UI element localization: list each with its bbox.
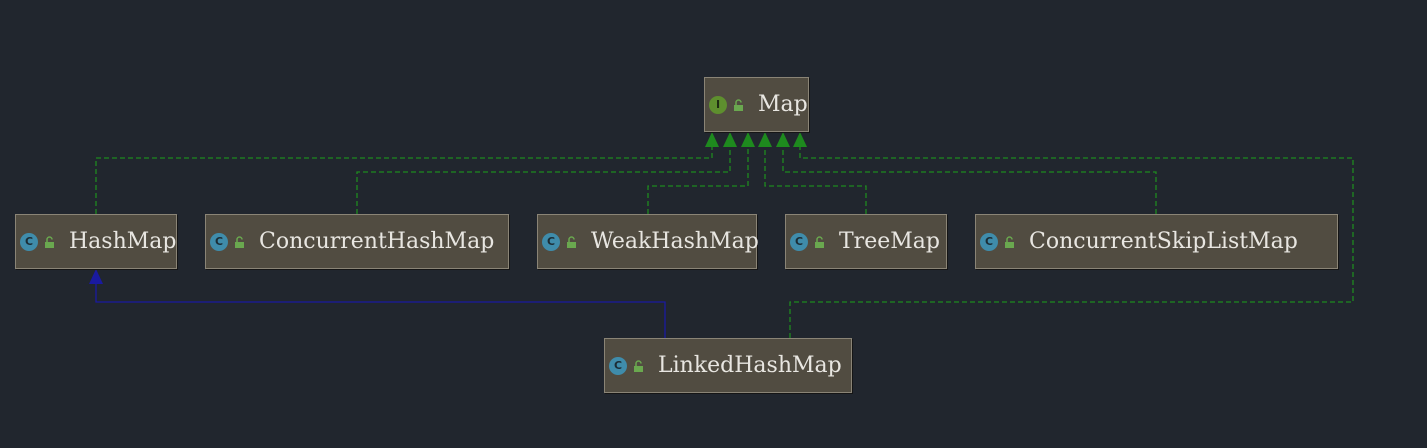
arrowhead-implements-treemap xyxy=(758,132,772,147)
node-label: LinkedHashMap xyxy=(658,353,842,378)
node-label: ConcurrentSkipListMap xyxy=(1029,229,1298,254)
unlock-icon xyxy=(815,235,824,248)
arrowhead-implements-concurrentskiplistmap xyxy=(776,132,790,147)
unlock-icon xyxy=(45,235,54,248)
interface-icon: I xyxy=(709,95,727,114)
class-icon: C xyxy=(542,232,560,251)
class-icon: C xyxy=(210,232,228,251)
edge-implements-hashmap-to-map xyxy=(95,147,713,214)
arrowhead-implements-concurrenthashmap xyxy=(723,132,737,147)
arrowhead-implements-linkedhashmap xyxy=(793,132,807,147)
node-concurrentskiplistmap[interactable]: C ConcurrentSkipListMap xyxy=(975,214,1338,269)
node-label: TreeMap xyxy=(839,229,940,254)
class-icon: C xyxy=(20,232,38,251)
node-label: Map xyxy=(758,92,808,117)
unlock-icon xyxy=(235,235,244,248)
node-weakhashmap[interactable]: C WeakHashMap xyxy=(537,214,759,269)
arrowhead-extends-linkedhashmap xyxy=(89,269,103,284)
class-icon: C xyxy=(980,232,998,251)
unlock-icon xyxy=(567,235,576,248)
node-treemap[interactable]: C TreeMap xyxy=(785,214,947,269)
edge-implements-concurrenthashmap-to-map xyxy=(356,147,731,214)
node-label: ConcurrentHashMap xyxy=(259,229,495,254)
edge-implements-concurrentskiplistmap-to-map xyxy=(782,147,1157,214)
edge-implements-treemap-to-map xyxy=(764,147,867,214)
edge-implements-linkedhashmap-to-map xyxy=(789,147,1354,338)
node-map[interactable]: I Map xyxy=(704,77,809,132)
node-concurrenthashmap[interactable]: C ConcurrentHashMap xyxy=(205,214,509,269)
edge-implements-weakhashmap-to-map xyxy=(647,147,749,214)
unlock-icon xyxy=(634,359,643,372)
node-label: HashMap xyxy=(69,229,177,254)
unlock-icon xyxy=(1005,235,1014,248)
unlock-icon xyxy=(734,98,743,111)
arrowhead-implements-weakhashmap xyxy=(741,132,755,147)
arrowhead-implements-hashmap xyxy=(705,132,719,147)
node-hashmap[interactable]: C HashMap xyxy=(15,214,177,269)
node-linkedhashmap[interactable]: C LinkedHashMap xyxy=(604,338,852,393)
edge-extends-linkedhashmap-to-hashmap xyxy=(95,284,666,338)
node-label: WeakHashMap xyxy=(591,229,759,254)
class-icon: C xyxy=(609,356,627,375)
class-icon: C xyxy=(790,232,808,251)
